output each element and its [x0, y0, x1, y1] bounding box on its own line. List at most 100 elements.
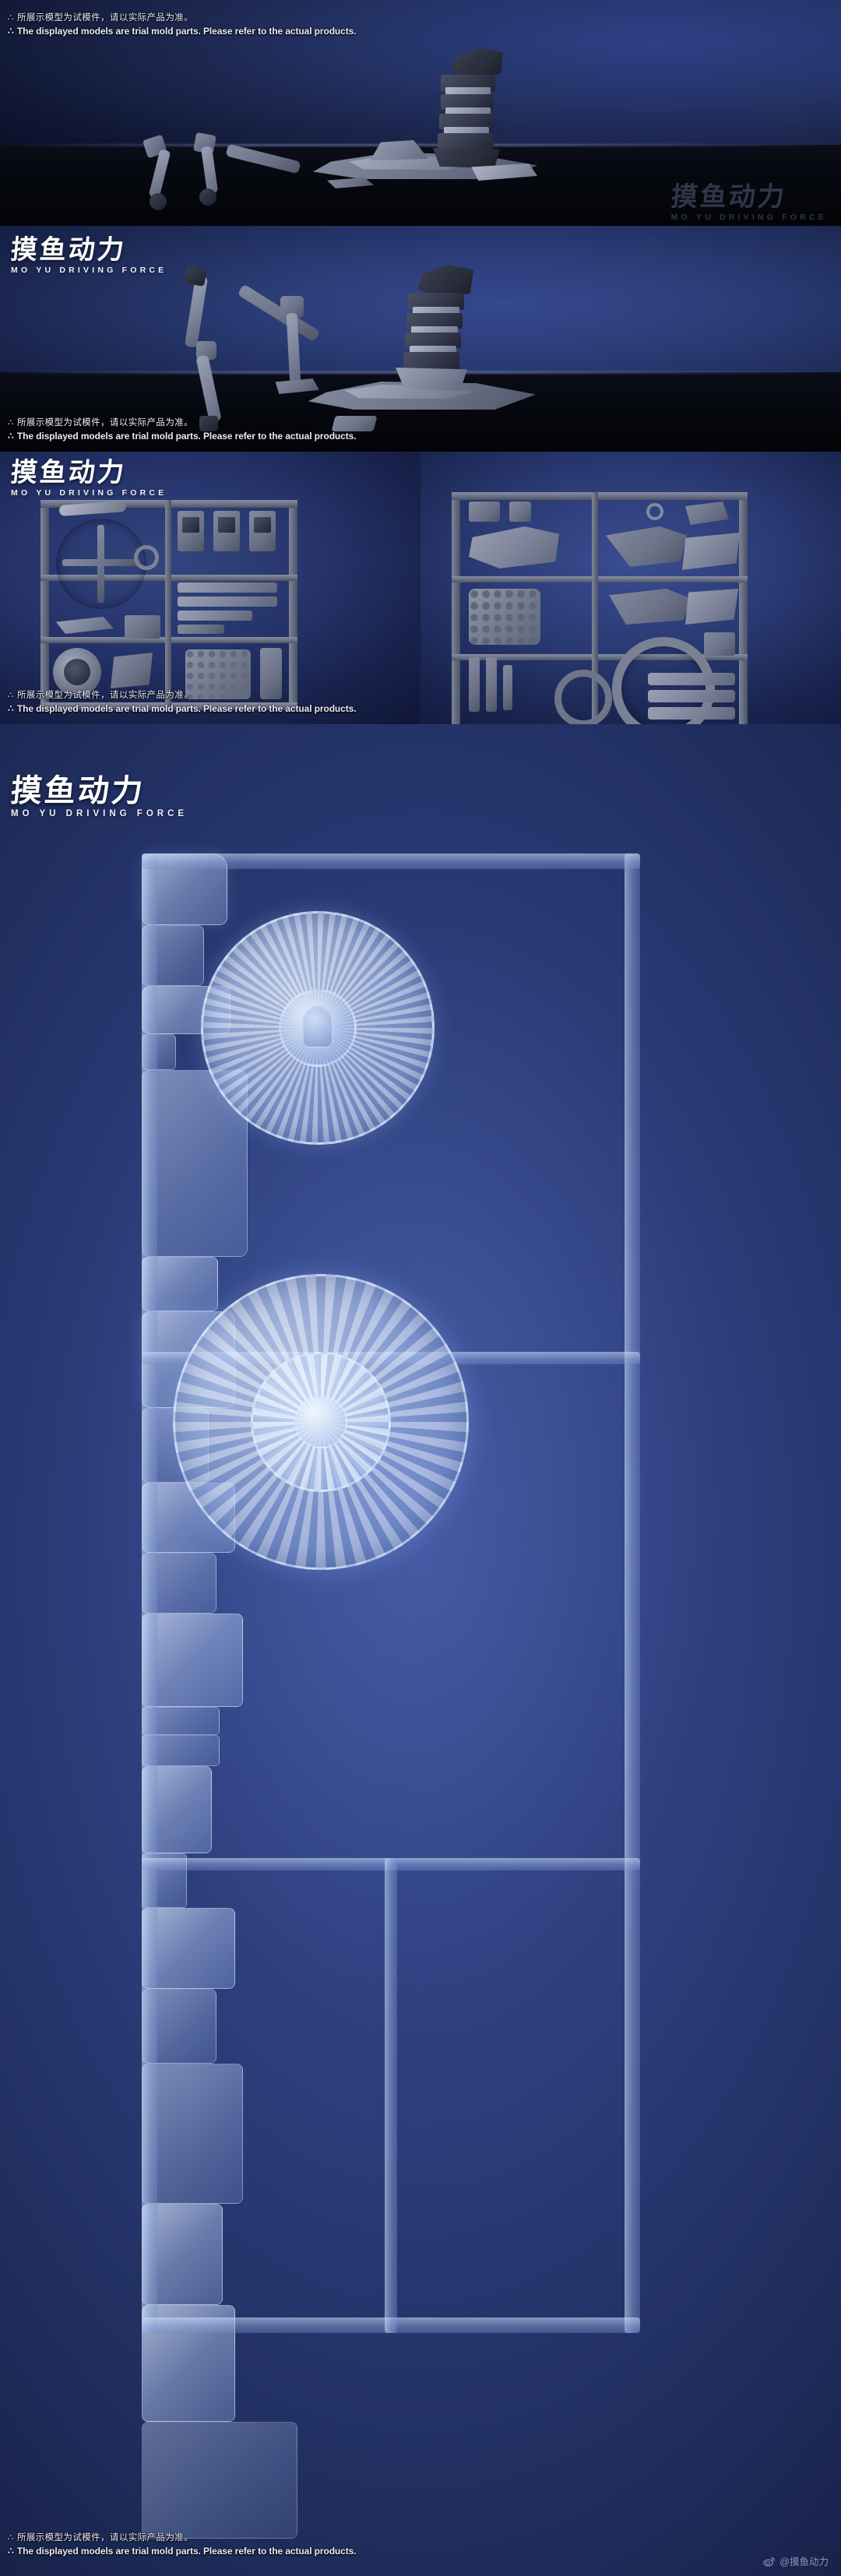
disclaimer-line-cn: ∴ 所展示模型为试模件，请以实际产品为准。 [8, 418, 194, 428]
disclaimer-bottom-left: ∴ 所展示模型为试模件，请以实际产品为准。 ∴ The displayed mo… [8, 690, 357, 715]
brand-logo-panel1: 摸鱼动力 MO YU DRIVING FORCE [670, 181, 827, 222]
spine-segment [408, 293, 464, 310]
sprue-frame-left [40, 500, 297, 710]
turbine-keyhole-detail [302, 1006, 333, 1048]
bullet-icon: ∴ [8, 418, 15, 428]
brand-logo-panel4: 摸鱼动力 MO YU DRIVING FORCE [9, 773, 188, 819]
spine-segment [403, 352, 459, 369]
spine-segment [411, 326, 458, 334]
floor-highlight [0, 144, 841, 146]
thin-strip-part [486, 657, 497, 712]
rect-part-inset [182, 517, 199, 533]
disclaimer-line-cn: ∴ 所展示模型为试模件，请以实际产品为准。 [8, 2533, 194, 2543]
spine-segment [413, 307, 459, 315]
block-part [704, 632, 735, 656]
sprue-rail-right [739, 492, 748, 724]
thin-strip-part [503, 665, 512, 710]
spine-segment [441, 94, 494, 110]
arm-ball-joint [150, 193, 167, 210]
sprue-rail-cross [452, 654, 748, 660]
sprue-rail-top [142, 853, 640, 869]
bullet-icon: ∴ [8, 691, 15, 700]
brand-name-en: MO YU DRIVING FORCE [11, 809, 188, 818]
disclaimer-bottom-left: ∴ 所展示模型为试模件，请以实际产品为准。 ∴ The displayed mo… [8, 417, 357, 442]
spine-segment [406, 313, 463, 329]
sprue-rail-vertical-mid [385, 1858, 397, 2333]
brand-name-cn: 摸鱼动力 [9, 457, 128, 488]
turbine-center-cap [294, 1395, 347, 1448]
spine-segment [439, 114, 494, 129]
base-wing-plate [471, 164, 537, 181]
bar-part [178, 625, 224, 634]
block-part [125, 615, 160, 639]
bullet-icon: ∴ [8, 13, 15, 23]
armor-plate-large [469, 526, 559, 568]
disclaimer-line-en: ∴ The displayed models are trial mold pa… [8, 2545, 357, 2557]
sprue-rail-right [625, 853, 640, 2333]
weibo-icon [763, 2555, 776, 2567]
bullet-icon: ∴ [8, 2545, 15, 2557]
angled-plate-part [685, 501, 729, 525]
disclaimer-line-en: ∴ The displayed models are trial mold pa… [8, 430, 357, 442]
rect-part-inset [218, 517, 235, 533]
small-ring-part [134, 545, 159, 570]
arm-end-cap [199, 416, 218, 431]
angled-plate-part [56, 617, 114, 634]
spine-foot [433, 148, 500, 168]
disclaimer-line-cn: ∴ 所展示模型为试模件，请以实际产品为准。 [8, 691, 194, 700]
clear-mount-part [142, 1614, 243, 1707]
sprue-frame-clear [142, 853, 640, 2539]
bullet-icon: ∴ [8, 25, 15, 37]
spine-foot [396, 368, 467, 391]
spine-segment [445, 107, 491, 115]
bar-part [648, 707, 735, 720]
small-part [469, 501, 500, 522]
panel-stand-assembly-front-view: ∴ 所展示模型为试模件，请以实际产品为准。 ∴ The displayed mo… [0, 0, 841, 226]
armor-plate-part [682, 533, 740, 570]
sprue-rail-vertical-mid [165, 500, 171, 710]
armor-plate-large [606, 526, 687, 567]
disclaimer-bottom-left: ∴ 所展示模型为试模件，请以实际产品为准。 ∴ The displayed mo… [8, 2532, 357, 2557]
bullet-icon: ∴ [8, 702, 15, 714]
sprue-rail-left [452, 492, 460, 724]
bar-part [178, 596, 277, 607]
spine-segment [410, 346, 456, 354]
support-post-foot [275, 378, 319, 394]
bar-part [178, 582, 277, 593]
sprue-rail-vertical-mid [592, 492, 598, 724]
brand-name-cn: 摸鱼动力 [9, 773, 147, 809]
small-part [509, 501, 531, 522]
ring-spoke-vertical [97, 525, 104, 603]
sprue-rail-top [452, 492, 748, 500]
weibo-watermark[interactable]: @摸鱼动力 [763, 2553, 829, 2568]
clear-mount-part [142, 1908, 235, 1989]
panel-sprue-runner-gray-pair: 摸鱼动力 MO YU DRIVING FORCE ∴ 所展示模型为试模件，请以实… [0, 452, 841, 724]
spine-segment [405, 333, 461, 348]
disclaimer-line-cn: ∴ 所展示模型为试模件，请以实际产品为准。 [8, 13, 194, 23]
sprue-rail-cross [452, 576, 748, 582]
sprue-rail-right [289, 500, 297, 710]
sprue-rail-left [40, 500, 49, 710]
sprue-rail-left [142, 853, 157, 2333]
disclaimer-line-en: ∴ The displayed models are trial mold pa… [8, 25, 357, 37]
mesh-panel-part [185, 649, 251, 699]
base-detail-plate [327, 178, 374, 188]
armor-plate-part [111, 653, 153, 688]
panel-stand-assembly-angled-view: 摸鱼动力 MO YU DRIVING FORCE ∴ 所展示模型为试模件，请以实… [0, 226, 841, 452]
brand-logo-panel3: 摸鱼动力 MO YU DRIVING FORCE [9, 457, 167, 498]
bar-part [648, 673, 735, 685]
brand-name-en: MO YU DRIVING FORCE [11, 266, 167, 275]
bar-part [648, 690, 735, 702]
spine-segment [444, 127, 489, 135]
armor-plate-part [609, 589, 691, 625]
bullet-icon: ∴ [8, 430, 15, 442]
weibo-handle-label: @摸鱼动力 [779, 2557, 829, 2567]
panel-sprue-runner-clear: 摸鱼动力 MO YU DRIVING FORCE ∴ 所展示模型为试模件，请以实… [0, 724, 841, 2576]
disclaimer-line-en: ∴ The displayed models are trial mold pa… [8, 702, 357, 714]
armor-plate-part [685, 589, 738, 625]
medium-ring-part [554, 670, 612, 724]
spine-segment [445, 87, 491, 96]
support-arm-clamp [184, 266, 207, 287]
rect-part-inset [254, 517, 271, 533]
